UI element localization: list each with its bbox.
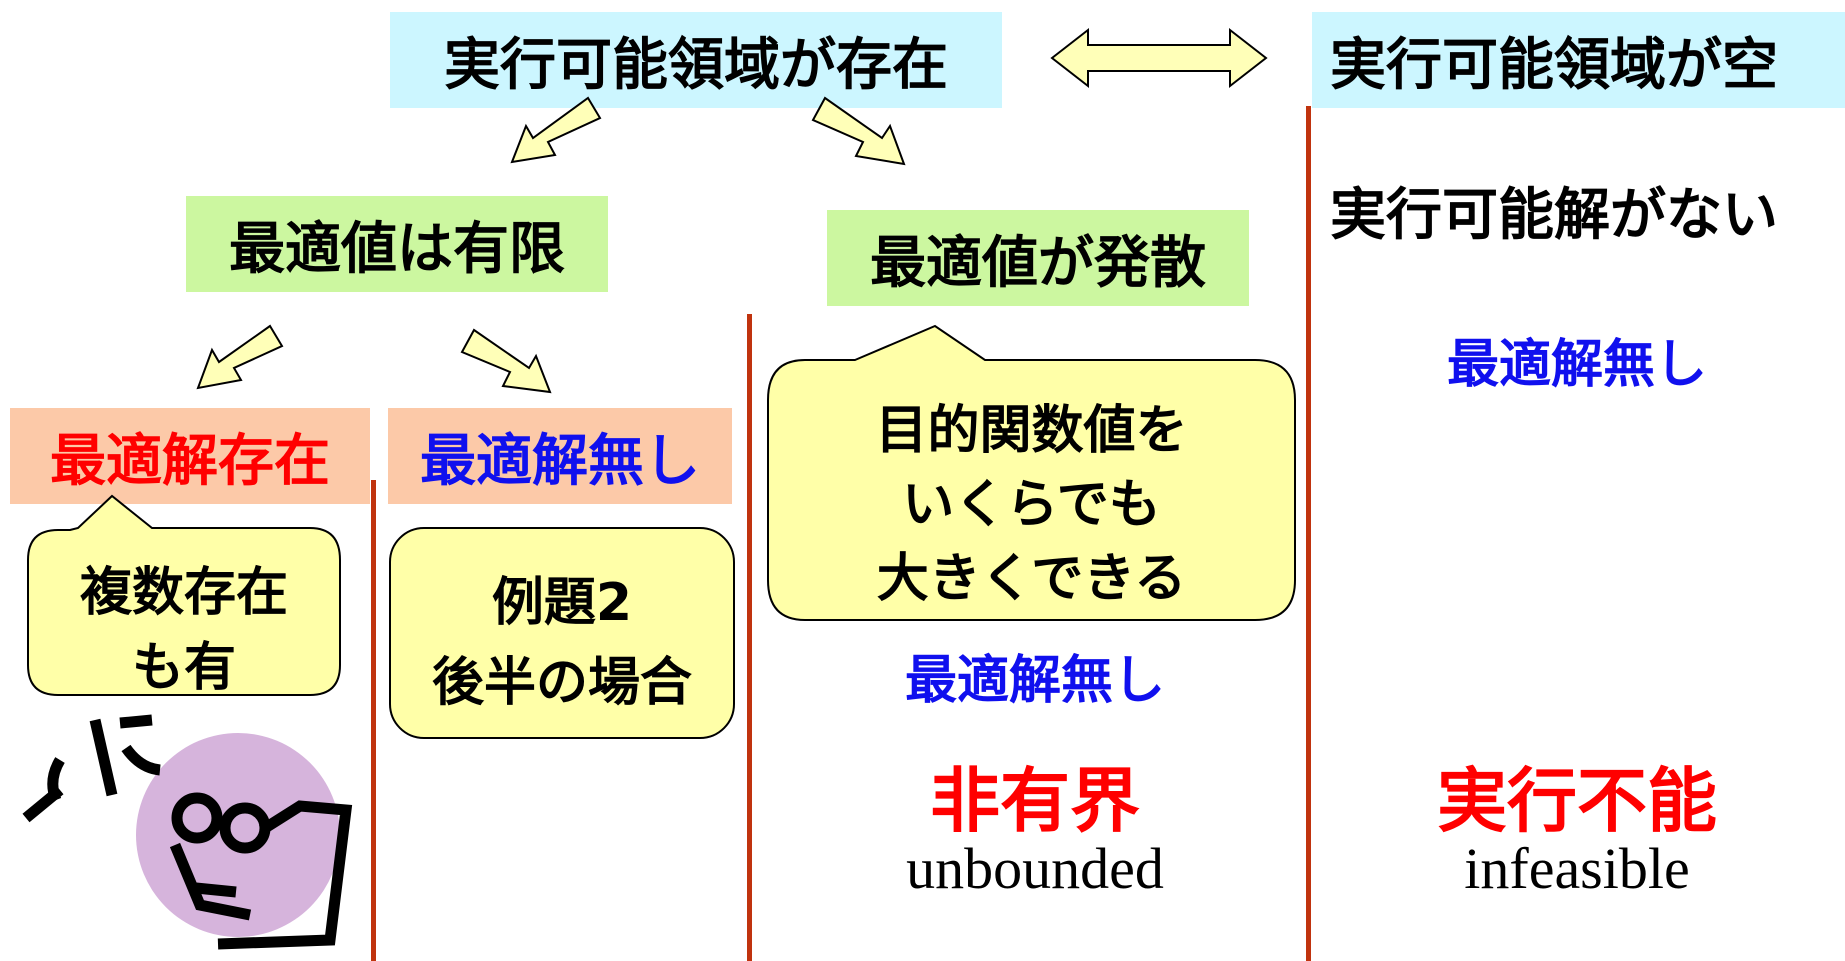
col4-label-infeasible-en: infeasible [1464, 836, 1690, 901]
divider-left [371, 480, 376, 961]
example-note-text: 例題2 [491, 573, 633, 633]
col4-no-feasible: 実行可能解がない [1330, 183, 1778, 248]
col4-no-solution: 最適解無し [1446, 335, 1707, 395]
divergent-optimum-label: 最適値が発散 [870, 230, 1206, 296]
divider-middle [747, 314, 752, 961]
finite-optimum-label: 最適値は有限 [229, 216, 565, 282]
bubble-objective [767, 324, 1296, 621]
divergent-optimum-box: 最適値が発散 [827, 210, 1249, 306]
feasible-region-exists-box: 実行可能領域が存在 [390, 12, 1002, 108]
double-arrow [1050, 27, 1268, 89]
multiple-note-line1: 複数存在 [79, 563, 288, 623]
arrow-to-divergent [811, 96, 906, 166]
no-solution-box: 最適解無し [388, 408, 732, 504]
arrow-to-finite [510, 96, 602, 164]
objective-note-line2: いくらでも [902, 475, 1161, 535]
finite-optimum-box: 最適値は有限 [186, 196, 608, 292]
col3-label-unbounded-jp: 非有界 [930, 760, 1140, 842]
divider-right [1306, 106, 1311, 961]
example-note-line2: 後半の場合 [431, 653, 692, 713]
solution-exists-label: 最適解存在 [50, 428, 330, 494]
no-solution-label: 最適解無し [420, 428, 700, 494]
arrow-to-exists [196, 324, 284, 390]
arrow-to-none [460, 328, 552, 394]
multiple-note-line2: も有 [131, 638, 236, 698]
feasible-region-empty-box: 実行可能領域が空 [1312, 12, 1845, 108]
thinking-character-icon [22, 714, 353, 950]
bubble-example [389, 527, 735, 739]
solution-exists-box: 最適解存在 [10, 408, 370, 504]
objective-note-line3: 大きくできる [876, 549, 1187, 609]
col4-label-infeasible-jp: 実行不能 [1437, 760, 1717, 842]
col3-no-solution: 最適解無し [904, 651, 1165, 711]
example-note-line1: 例題2 [390, 560, 734, 635]
feasible-region-empty-label: 実行可能領域が空 [1330, 32, 1778, 98]
objective-note-line1: 目的関数値を [875, 401, 1188, 461]
bubble-multiple [27, 494, 341, 696]
col3-label-unbounded-en: unbounded [906, 836, 1164, 901]
feasible-region-exists-label: 実行可能領域が存在 [444, 32, 948, 98]
